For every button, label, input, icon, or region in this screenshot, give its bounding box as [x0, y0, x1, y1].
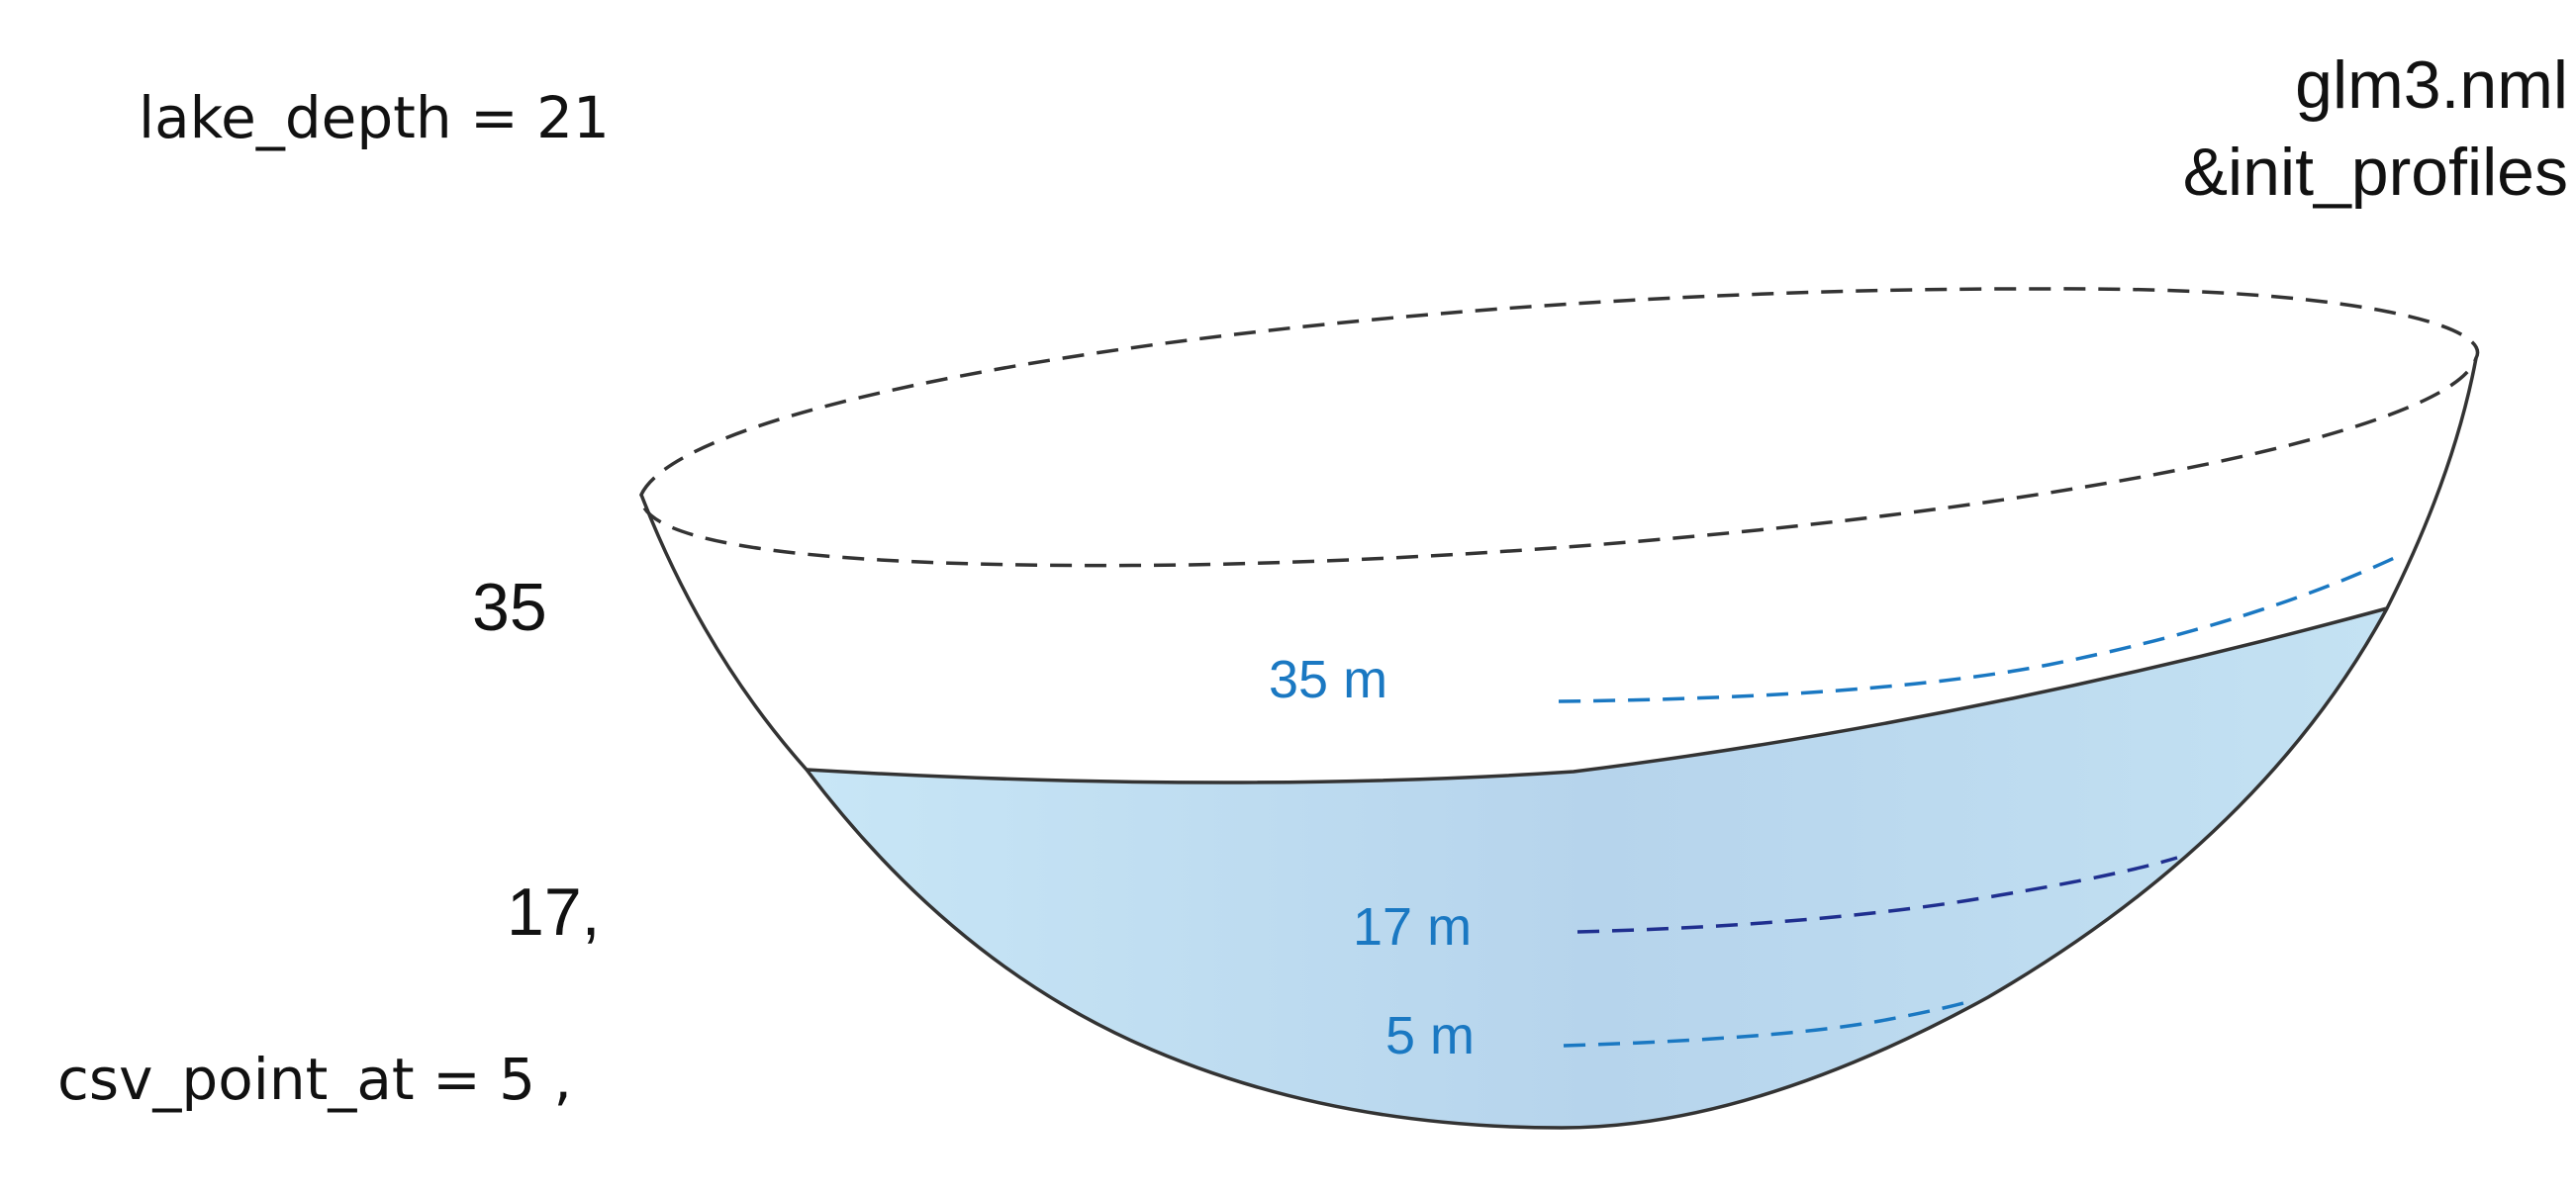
depth-line-17m [1576, 856, 2178, 934]
depth-line-5m [1563, 998, 1975, 1048]
side-value-35: 35 [472, 570, 547, 645]
water-volume [807, 608, 2387, 1128]
depth-label-5m: 5 m [1385, 1006, 1476, 1065]
depth-label-17m: 17 m [1353, 897, 1473, 957]
water-surface-line [806, 606, 2388, 784]
depth-label-35m: 35 m [1269, 650, 1388, 709]
basin-outline [639, 357, 2478, 1130]
nml-file-name: glm3.nml [2295, 47, 2568, 123]
depth-line-35m [1558, 552, 2404, 703]
lake-rim-dashed [639, 287, 2480, 568]
side-value-17: 17, [507, 875, 601, 950]
csv-point-at-param: csv_point_at = 5 , [57, 1046, 572, 1113]
nml-block-name: &init_profiles [2182, 135, 2568, 210]
lake-depth-param: lake_depth = 21 [139, 84, 610, 151]
